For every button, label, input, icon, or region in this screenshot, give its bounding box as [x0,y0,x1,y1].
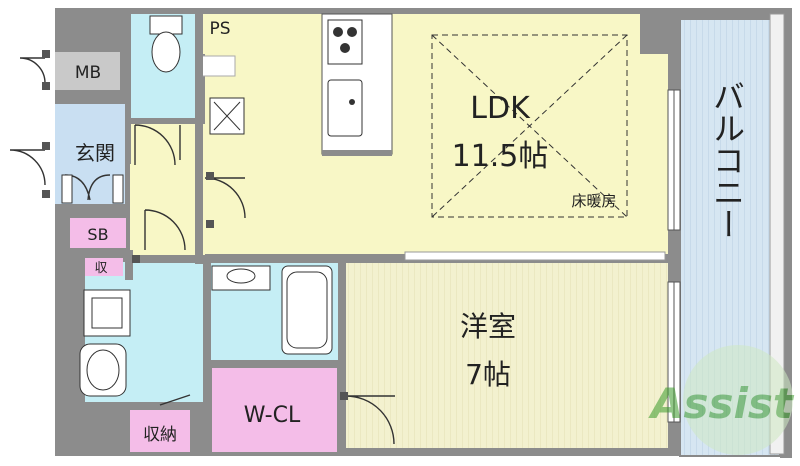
shoe-box [70,218,126,248]
small-storage [78,258,123,276]
sliding-door [404,251,666,261]
small-storage-label: 収 [94,261,107,276]
ldk-name: LDK [470,91,531,126]
kitchen-sink [327,79,363,137]
ldk-floor [205,14,670,254]
ldk-size: 11.5帖 [452,139,549,174]
assist-watermark-logo: Assist [648,345,795,455]
stove [327,19,363,65]
mb-closet [55,52,120,90]
wcl-label: W-CL [244,403,301,428]
entrance-label: 玄関 [75,141,115,165]
western-room-size: 7帖 [465,358,511,391]
mb-label: MB [75,63,101,83]
hallway [130,124,205,264]
balcony-label: バルコニー [708,80,746,240]
floor-heating-label: 床暖房 [571,192,616,210]
toilet [149,15,183,35]
ps-shaft [197,14,237,54]
western-room-name: 洋室 [460,310,516,343]
ps-label: PS [209,19,230,39]
storage-closet [130,410,190,452]
western-room-floor [345,262,670,448]
watermark-text: Assist [648,379,795,428]
ldk-dashed-marker [431,34,628,218]
walk-in-closet [212,368,337,452]
sb-label: SB [87,225,108,244]
storage-label: 収納 [143,425,177,445]
